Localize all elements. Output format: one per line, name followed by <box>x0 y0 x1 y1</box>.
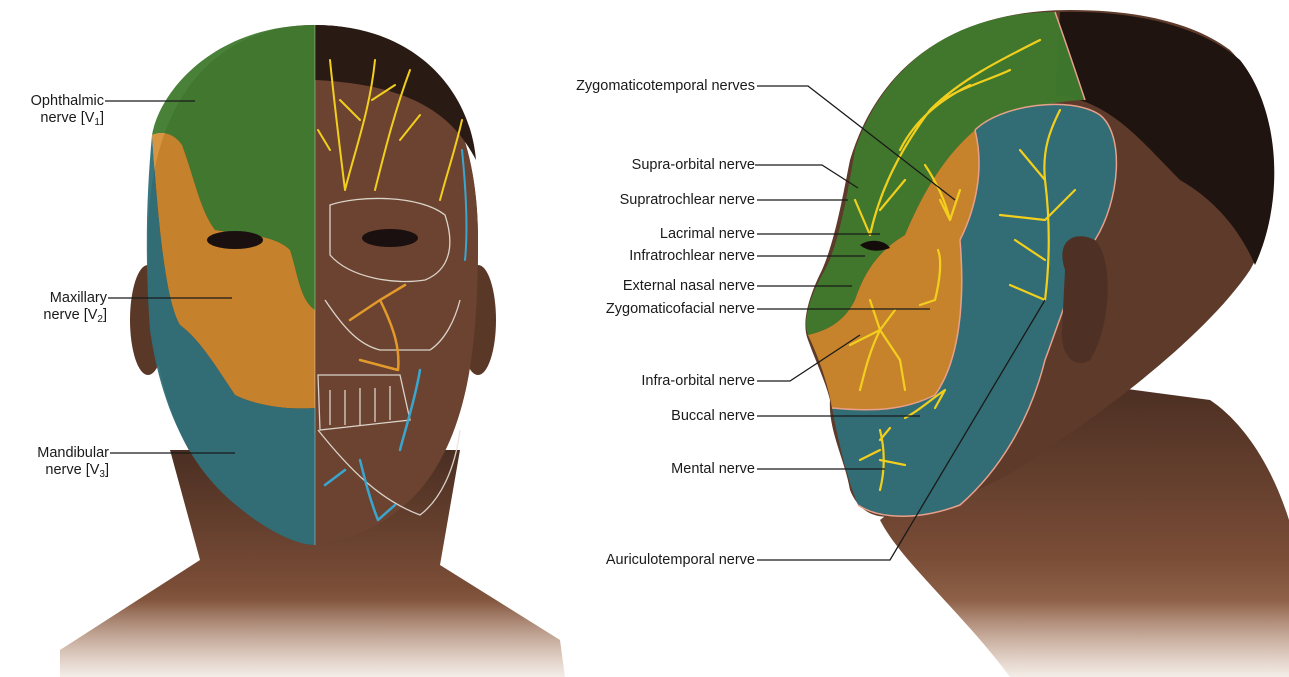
label-supratrochlear-nerve: Supratrochlear nerve <box>500 192 755 209</box>
label-maxillary: Maxillary nerve [V2] <box>6 290 107 328</box>
label-mandibular-line1: Mandibular <box>6 445 109 462</box>
label-maxillary-prefix: nerve [V <box>43 307 97 323</box>
label-ophthalmic: Ophthalmic nerve [V1] <box>6 93 104 131</box>
label-mandibular-prefix: nerve [V <box>45 462 99 478</box>
label-mandibular-line2: nerve [V3] <box>6 462 109 483</box>
label-maxillary-line2: nerve [V2] <box>6 307 107 328</box>
label-maxillary-suffix: ] <box>103 307 107 323</box>
label-lacrimal-nerve: Lacrimal nerve <box>500 226 755 243</box>
label-auriculotemporal-nerve: Auriculotemporal nerve <box>500 552 755 569</box>
label-ophthalmic-line2: nerve [V1] <box>6 110 104 131</box>
label-external-nasal-nerve: External nasal nerve <box>500 278 755 295</box>
label-infra-orbital-nerve: Infra-orbital nerve <box>500 373 755 390</box>
label-ophthalmic-line1: Ophthalmic <box>6 93 104 110</box>
front-head-illustration <box>60 25 565 677</box>
label-mental-nerve: Mental nerve <box>500 461 755 478</box>
label-mandibular: Mandibular nerve [V3] <box>6 445 109 483</box>
front-right-eye <box>362 229 418 247</box>
label-maxillary-line1: Maxillary <box>6 290 107 307</box>
bottom-fade <box>0 600 1289 677</box>
front-left-eye <box>207 231 263 249</box>
side-head-illustration <box>805 10 1289 677</box>
label-mandibular-suffix: ] <box>105 462 109 478</box>
label-zygomaticotemporal-nerves: Zygomaticotemporal nerves <box>500 78 755 95</box>
label-ophthalmic-prefix: nerve [V <box>40 110 94 126</box>
label-zygomaticofacial-nerve: Zygomaticofacial nerve <box>500 301 755 318</box>
label-supra-orbital-nerve: Supra-orbital nerve <box>500 157 755 174</box>
label-infratrochlear-nerve: Infratrochlear nerve <box>500 248 755 265</box>
label-ophthalmic-suffix: ] <box>100 110 104 126</box>
label-buccal-nerve: Buccal nerve <box>500 408 755 425</box>
